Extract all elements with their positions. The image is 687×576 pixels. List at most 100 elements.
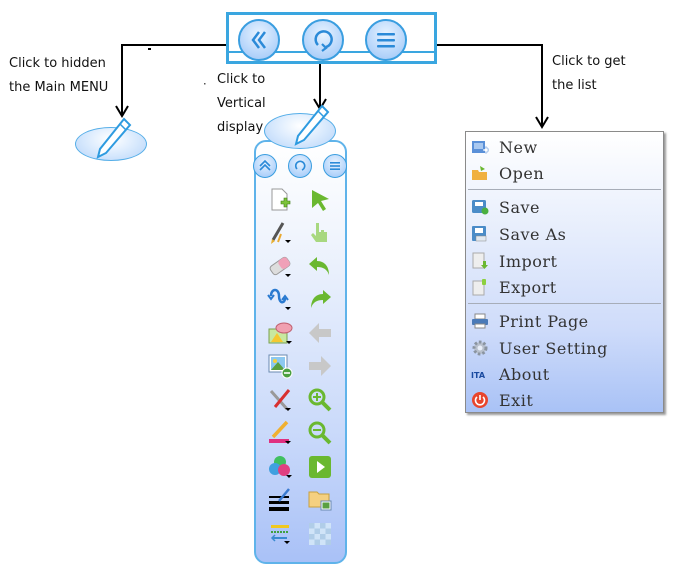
menu-item-label: About <box>499 364 550 384</box>
play-tool[interactable] <box>306 453 334 481</box>
menu-item-print-page[interactable]: Print Page <box>466 308 663 334</box>
arrowhead <box>535 116 549 129</box>
curve-arrow-tool[interactable] <box>266 285 294 313</box>
menu-item-about[interactable]: ITA About <box>466 361 663 387</box>
rotate-icon <box>314 30 333 52</box>
hammer-screwdriver-icon <box>269 389 291 411</box>
gear-icon <box>471 339 489 357</box>
rotate-icon <box>294 160 306 171</box>
import-icon <box>471 252 489 270</box>
open-folder-icon <box>471 164 489 182</box>
play-icon <box>309 456 331 478</box>
menu-item-label: Import <box>499 251 558 271</box>
menu-item-save-as[interactable]: Save As <box>466 221 663 247</box>
menu-separator <box>468 189 661 190</box>
collapse-button[interactable] <box>253 154 277 178</box>
zoom-out-tool[interactable] <box>306 419 334 447</box>
menu-item-exit[interactable]: Exit <box>466 387 663 413</box>
annotation-line: Click to get <box>552 54 626 69</box>
export-icon <box>471 278 489 296</box>
folder-image-icon <box>308 491 332 511</box>
hand-pan-tool[interactable] <box>306 219 334 247</box>
insert-image-icon <box>268 354 293 379</box>
arrowhead <box>115 105 129 118</box>
new-icon <box>471 138 489 156</box>
menu-button[interactable] <box>365 19 407 61</box>
annotation-line: display <box>217 120 264 135</box>
eraser-tool[interactable] <box>266 252 294 280</box>
background-pattern-tool[interactable] <box>306 520 334 548</box>
menu-item-label: Print Page <box>499 311 589 331</box>
undo-tool[interactable] <box>306 252 334 280</box>
menu-item-export[interactable]: Export <box>466 274 663 300</box>
menu-item-import[interactable]: Import <box>466 248 663 274</box>
rotate-button[interactable] <box>302 19 344 61</box>
menu-item-save[interactable]: Save <box>466 194 663 220</box>
menu-item-new[interactable]: New <box>466 134 663 160</box>
hamburger-icon <box>330 162 340 170</box>
tools-tool[interactable] <box>266 386 294 414</box>
power-icon <box>471 391 489 409</box>
double-chevron-left-icon <box>251 31 266 49</box>
insert-image-tool[interactable] <box>266 352 294 380</box>
main-menu-list: New Open Save Save As Import Export <box>465 131 664 413</box>
svg-text:ITA: ITA <box>471 371 486 380</box>
new-page-icon <box>271 188 291 211</box>
line-style-tool[interactable] <box>266 486 294 514</box>
ita-logo-icon: ITA <box>471 365 489 383</box>
checker-pattern-icon <box>309 523 331 545</box>
pen-icon <box>294 104 330 146</box>
new-page-tool[interactable] <box>266 186 294 214</box>
zoom-in-tool[interactable] <box>306 386 334 414</box>
annotation-hide-menu: Click to hidden the Main MENU <box>9 52 108 100</box>
arrow-left-icon <box>309 323 331 343</box>
menu-item-open[interactable]: Open <box>466 160 663 186</box>
save-icon <box>471 198 489 216</box>
rotate-button[interactable] <box>288 154 312 178</box>
menu-item-label: Save As <box>499 224 567 244</box>
arrow-get-list <box>420 44 543 126</box>
hamburger-icon <box>377 33 395 48</box>
colors-tool[interactable] <box>266 453 294 481</box>
highlighter-tool[interactable] <box>266 419 294 447</box>
redo-icon <box>311 290 331 308</box>
annotation-get-list: Click to get the list <box>552 50 626 98</box>
pen-icon <box>96 117 132 159</box>
redo-tool[interactable] <box>306 285 334 313</box>
zoom-in-icon <box>308 388 332 412</box>
menu-item-label: Export <box>499 277 557 297</box>
menu-item-label: Save <box>499 197 541 217</box>
pencil-icon <box>269 420 291 444</box>
arrow-right-icon <box>309 356 331 376</box>
annotation-line: the Main MENU <box>9 80 109 95</box>
menu-item-label: Open <box>499 163 545 183</box>
collapse-button[interactable] <box>238 19 280 61</box>
shapes-icon <box>268 322 293 344</box>
menu-item-user-setting[interactable]: User Setting <box>466 335 663 361</box>
annotation-line: Vertical <box>217 96 266 111</box>
previous-page-tool[interactable] <box>306 319 334 347</box>
undo-icon <box>309 257 329 275</box>
print-icon <box>471 312 489 330</box>
next-page-tool[interactable] <box>306 352 334 380</box>
annotation-line: the list <box>552 78 597 93</box>
pen-tool[interactable] <box>266 219 294 247</box>
double-chevron-up-icon <box>259 159 271 171</box>
annotation-line: Click to <box>217 72 266 87</box>
menu-item-label: User Setting <box>499 338 608 358</box>
save-as-icon <box>471 225 489 243</box>
color-palette-icon <box>269 456 292 478</box>
line-width-icon <box>269 488 290 511</box>
eraser-icon <box>269 256 291 277</box>
menu-button[interactable] <box>323 154 347 178</box>
arrow-cursor-icon <box>312 190 329 211</box>
line-type-tool[interactable] <box>266 520 294 548</box>
pen-brush-icon <box>271 222 291 244</box>
hand-icon <box>311 223 327 242</box>
curve-arrow-icon <box>267 288 291 310</box>
open-folder-tool[interactable] <box>306 486 334 514</box>
select-pointer-tool[interactable] <box>306 186 334 214</box>
stray-mark <box>148 48 151 50</box>
shapes-tool[interactable] <box>266 319 294 347</box>
